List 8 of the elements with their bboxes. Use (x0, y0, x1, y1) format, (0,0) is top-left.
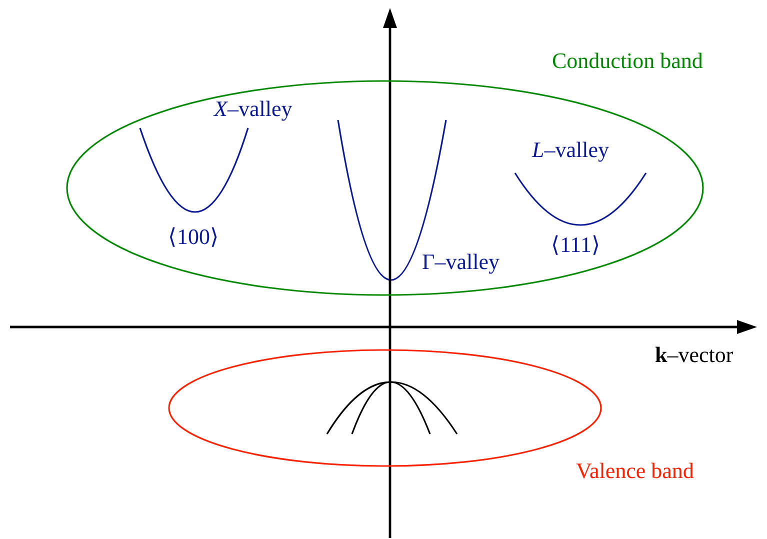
axis-label: k–vector (655, 342, 734, 368)
band-label: Conduction band (552, 48, 703, 74)
axis-label: Γ–valley (422, 249, 500, 275)
axis-label: L–valley (532, 137, 610, 163)
axis-label: ⟨100⟩ (168, 224, 219, 250)
band-label: Valence band (576, 458, 694, 484)
axis-label: X–valley (214, 96, 292, 122)
axis-label: ⟨111⟩ (551, 232, 600, 258)
